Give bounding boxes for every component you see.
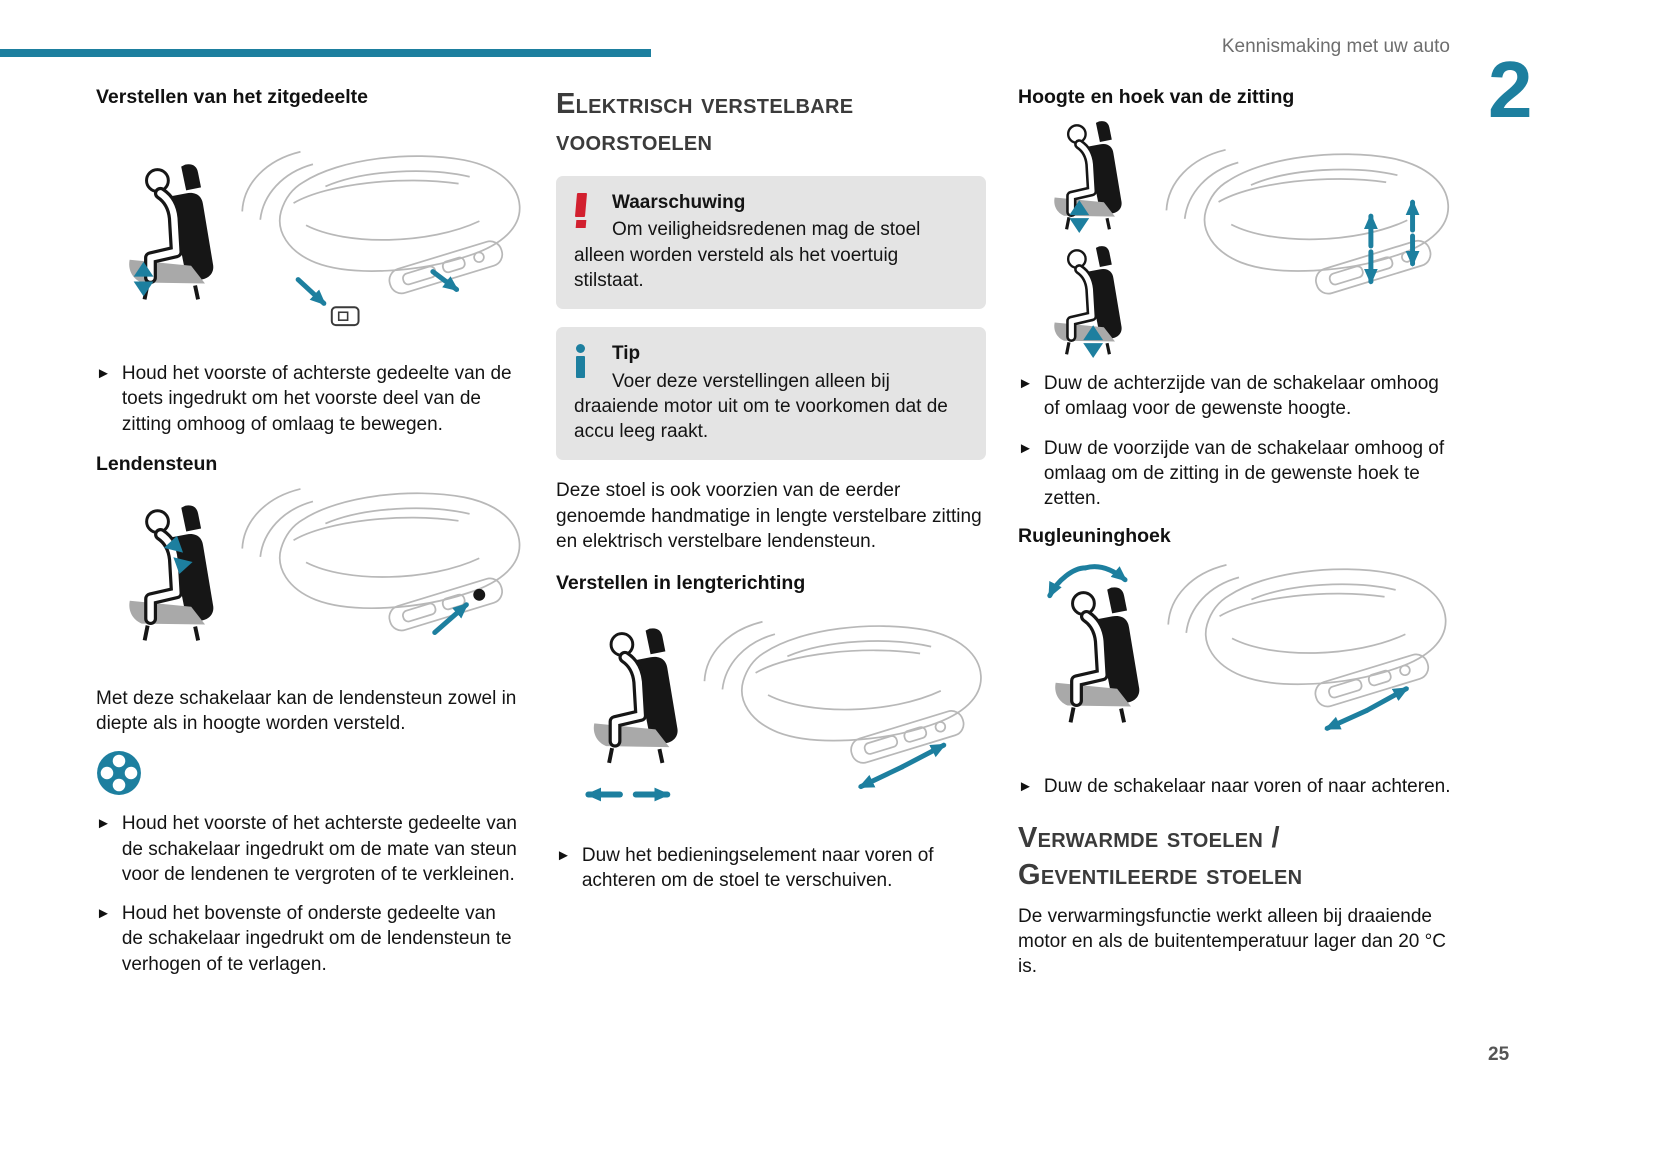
tip-title: Tip [612, 343, 641, 365]
instruction-longitudinal: ► Duw het bedieningselement naar voren o… [556, 843, 986, 894]
instruction-text: Duw de schakelaar naar voren of naar ach… [1043, 776, 1451, 798]
electric-seat-description: Deze stoel is ook voorzien van de eerder… [556, 480, 982, 552]
instruction-text: Duw het bedieningselement naar voren of … [581, 845, 934, 892]
section-breadcrumb: Kennismaking met uw auto [1221, 36, 1450, 57]
instruction-text: Houd het bovenste of onderste gedeelte v… [121, 903, 512, 975]
warning-box: Waarschuwing Om veiligheidsredenen mag d… [556, 176, 986, 310]
heated-seats-description: De verwarmingsfunctie werkt alleen bij d… [1018, 905, 1446, 978]
lumbar-support-illustration [96, 482, 522, 680]
column-middle: Elektrisch verstelbare voorstoelen Waars… [556, 86, 986, 908]
heading-height-angle: Hoogte en hoek van de zitting [1018, 86, 1295, 108]
warning-title: Waarschuwing [612, 192, 746, 214]
heading-heated-seats: Verwarmde stoelen / Geventileerde stoele… [1018, 821, 1303, 891]
warning-body: Om veiligheidsredenen mag de stoel allee… [574, 219, 921, 292]
heading-electric-seats: Elektrisch verstelbare voorstoelen [556, 88, 854, 158]
instruction-text: Duw de voorzijde van de schakelaar omhoo… [1043, 437, 1445, 510]
bullet-arrow-icon: ► [1018, 439, 1033, 457]
info-icon [576, 344, 600, 379]
instruction-lumbar-depth: ► Houd het voorste of het achterste gede… [96, 811, 522, 887]
bullet-arrow-icon: ► [556, 847, 571, 865]
instruction-backrest: ► Duw de schakelaar naar voren of naar a… [1018, 774, 1452, 799]
instruction-text: Duw de achterzijde van de schakelaar omh… [1043, 373, 1439, 420]
tip-body: Voer deze verstellingen alleen bij draai… [574, 370, 948, 443]
lumbar-control-icon [96, 750, 522, 801]
instruction-angle: ► Duw de voorzijde van de schakelaar omh… [1018, 436, 1452, 512]
heading-longitudinal: Verstellen in lengterichting [556, 572, 806, 595]
seat-height-angle-illustration [1018, 115, 1452, 361]
instruction-height: ► Duw de achterzijde van de schakelaar o… [1018, 371, 1452, 422]
bullet-arrow-icon: ► [1018, 778, 1033, 796]
instruction-text: Houd het voorste of achterste gedeelte v… [121, 363, 512, 435]
bullet-arrow-icon: ► [96, 905, 111, 923]
column-right: Hoogte en hoek van de zitting ► Duw de a… [1018, 86, 1452, 990]
bullet-arrow-icon: ► [96, 365, 111, 382]
heading-lumbar: Lendensteun [96, 452, 218, 475]
page-number: 25 [1488, 1044, 1510, 1065]
instruction-seat-cushion: ► Houd het voorste of achterste gedeelte… [96, 361, 522, 437]
heading-backrest-angle: Rugleuninghoek [1018, 525, 1171, 548]
chapter-number: 2 [1488, 45, 1533, 134]
warning-icon [574, 193, 600, 229]
bullet-arrow-icon: ► [1018, 375, 1033, 392]
instruction-lumbar-height: ► Houd het bovenste of onderste gedeelte… [96, 901, 522, 977]
seat-cushion-tilt-illustration [96, 115, 522, 351]
tip-box: Tip Voer deze verstellingen alleen bij d… [556, 327, 986, 461]
heading-seat-cushion-adjust: Verstellen van het zitgedeelte [96, 86, 369, 108]
lumbar-description: Met deze schakelaar kan de lendensteun z… [96, 687, 517, 735]
instruction-text: Houd het voorste of het achterste gedeel… [121, 813, 517, 885]
bullet-arrow-icon: ► [96, 815, 111, 833]
backrest-angle-illustration [1018, 554, 1452, 764]
header-rule [0, 49, 651, 57]
longitudinal-adjust-illustration [556, 601, 986, 833]
column-left: Verstellen van het zitgedeelte ► Houd he… [96, 86, 522, 991]
